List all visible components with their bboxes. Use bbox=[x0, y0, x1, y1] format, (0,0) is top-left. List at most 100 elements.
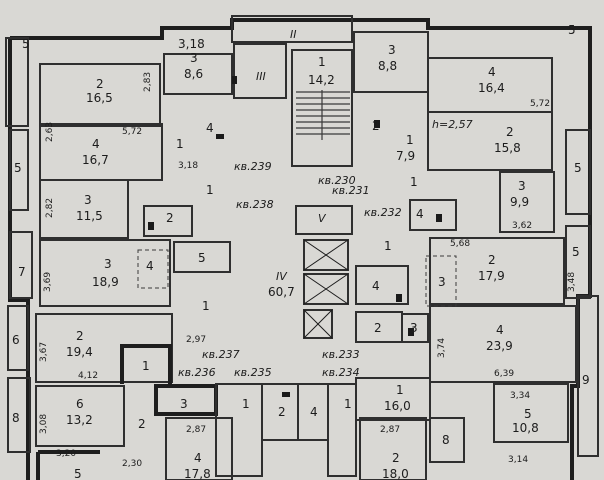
label-hall-area: 60,7 bbox=[268, 285, 295, 299]
room-5-10-8 bbox=[493, 383, 569, 443]
label-dim-5-72-l: 5,72 bbox=[122, 127, 142, 137]
label-balcony-ii: II bbox=[290, 28, 297, 41]
label-ceiling-height: h=2,57 bbox=[432, 118, 473, 131]
label-edge-5-tl: 5 bbox=[22, 37, 30, 51]
label-room-4-23-9-num: 4 bbox=[496, 323, 504, 337]
label-room-2-15-8-area: 15,8 bbox=[494, 141, 521, 155]
room-2-18-0 bbox=[359, 417, 427, 480]
room-3-9-9 bbox=[499, 171, 555, 233]
label-room-2-15-8-num: 2 bbox=[506, 125, 514, 139]
fixture-4 bbox=[436, 214, 442, 222]
fixture-5 bbox=[396, 294, 402, 302]
label-room-4-23-9-area: 23,9 bbox=[486, 339, 513, 353]
label-apt-235: кв.235 bbox=[234, 366, 272, 379]
label-room-3-9-9-num: 3 bbox=[518, 179, 526, 193]
stair-treads bbox=[296, 90, 350, 140]
label-room-4-small: 4 bbox=[206, 121, 214, 135]
label-room-1-7-9-num: 1 bbox=[406, 133, 414, 147]
fixture-1 bbox=[232, 76, 237, 84]
room-iii bbox=[233, 43, 287, 99]
label-room-4-16-4-num: 4 bbox=[488, 65, 496, 79]
label-dim-6-39: 6,39 bbox=[494, 369, 514, 379]
label-room-4-right-mid: 4 bbox=[372, 279, 380, 293]
room-2-17-9 bbox=[429, 237, 565, 305]
labels: II III V IV 60,7 5 5 5 5 5 7 6 8 9 3,18 … bbox=[12, 23, 590, 480]
room-4-bathroom-right bbox=[409, 199, 457, 231]
label-room-3-right-mid: 3 bbox=[438, 275, 446, 289]
label-dim-2-87-r: 2,87 bbox=[380, 425, 400, 435]
room-4-23-9 bbox=[429, 305, 577, 383]
room-5-bottom-border bbox=[36, 450, 100, 480]
label-edge-7: 7 bbox=[18, 265, 26, 279]
label-room-2-18-0-area: 18,0 bbox=[382, 467, 409, 480]
label-room-3-18-9-num: 3 bbox=[104, 257, 112, 271]
label-dim-3-34: 3,34 bbox=[510, 391, 530, 401]
label-room-2-small: 2 bbox=[372, 119, 380, 133]
label-room-3-area: 8,6 bbox=[184, 67, 203, 81]
label-room-3-88-area: 8,8 bbox=[378, 59, 397, 73]
label-room-2-19-4-area: 19,4 bbox=[66, 345, 93, 359]
room-3-right-mid bbox=[425, 255, 457, 307]
label-stair-v: V bbox=[318, 212, 327, 225]
label-room-1-mid-right: 1 bbox=[410, 175, 418, 189]
label-room-3-corridor: 3 bbox=[410, 321, 418, 335]
label-dim-3-08: 3,08 bbox=[39, 414, 49, 434]
label-dim-2-87-l: 2,87 bbox=[186, 425, 206, 435]
room-3-18-9 bbox=[39, 239, 171, 307]
label-room-1-right-top: 1 bbox=[384, 239, 392, 253]
balcony-right-5 bbox=[565, 129, 591, 215]
label-dim-3-62: 3,62 bbox=[512, 221, 532, 231]
label-dim-2-82: 2,82 bbox=[45, 198, 55, 218]
label-dim-2-63: 2,63 bbox=[45, 122, 55, 142]
label-room-1-left: 1 bbox=[176, 137, 184, 151]
balcony-left-5 bbox=[9, 129, 29, 211]
label-room-1-left-mid: 1 bbox=[202, 299, 210, 313]
label-room-8: 8 bbox=[442, 433, 450, 447]
label-room-3-88-num: 3 bbox=[388, 43, 396, 57]
label-dim-3-20: 3,20 bbox=[56, 449, 76, 459]
balcony-right-9 bbox=[577, 295, 599, 457]
elevator-middle bbox=[303, 273, 349, 305]
label-room-4-dashed: 4 bbox=[146, 259, 154, 273]
label-dim-3-74: 3,74 bbox=[437, 338, 447, 358]
label-room-2-corridor: 2 bbox=[374, 321, 382, 335]
label-room-3-11-5-area: 11,5 bbox=[76, 209, 103, 223]
label-edge-5-r: 5 bbox=[574, 161, 582, 175]
label-dim-5-72-r: 5,72 bbox=[530, 99, 550, 109]
label-room-2-19-4-num: 2 bbox=[76, 329, 84, 343]
room-3-corridor bbox=[401, 313, 429, 343]
balcony-left-8 bbox=[7, 377, 31, 453]
label-room-2-18-0-num: 2 bbox=[392, 451, 400, 465]
label-room-2-bottom-left: 2 bbox=[138, 417, 146, 431]
room-1-lower-b bbox=[327, 383, 357, 477]
room-2-16-5 bbox=[39, 63, 161, 127]
label-edge-5-tr: 5 bbox=[568, 23, 576, 37]
label-apt-239: кв.239 bbox=[234, 160, 272, 173]
label-edge-9: 9 bbox=[582, 373, 590, 387]
label-dim-3-67: 3,67 bbox=[39, 342, 49, 362]
label-room-3-18-9-area: 18,9 bbox=[92, 275, 119, 289]
label-room-iii: III bbox=[256, 70, 266, 83]
room-6-13-2 bbox=[35, 385, 125, 447]
stair-1-14-2 bbox=[291, 49, 353, 167]
label-room-3-num: 3 bbox=[190, 51, 198, 65]
label-room-5-10-8-area: 10,8 bbox=[512, 421, 539, 435]
label-room-4-16-7-num: 4 bbox=[92, 137, 100, 151]
label-dim-2-97: 2,97 bbox=[186, 335, 206, 345]
label-stair-1-num: 1 bbox=[318, 55, 326, 69]
label-apt-232: кв.232 bbox=[364, 206, 402, 219]
label-apt-237: кв.237 bbox=[202, 348, 240, 361]
label-318-top: 3,18 bbox=[178, 37, 205, 51]
label-edge-5-l: 5 bbox=[14, 161, 22, 175]
label-dim-3-18-mid: 3,18 bbox=[178, 161, 198, 171]
balcony-left-7 bbox=[9, 231, 33, 299]
label-room-6-13-2-num: 6 bbox=[76, 397, 84, 411]
room-3-11-5 bbox=[39, 179, 129, 239]
label-room-1-16-0-num: 1 bbox=[396, 383, 404, 397]
label-room-1-box: 1 bbox=[142, 359, 150, 373]
label-dim-2-83: 2,83 bbox=[143, 72, 153, 92]
elevator-bottom bbox=[303, 309, 333, 339]
balcony-left-top bbox=[5, 37, 29, 127]
room-3-8-6 bbox=[163, 53, 233, 95]
stair-v-room bbox=[295, 205, 353, 235]
